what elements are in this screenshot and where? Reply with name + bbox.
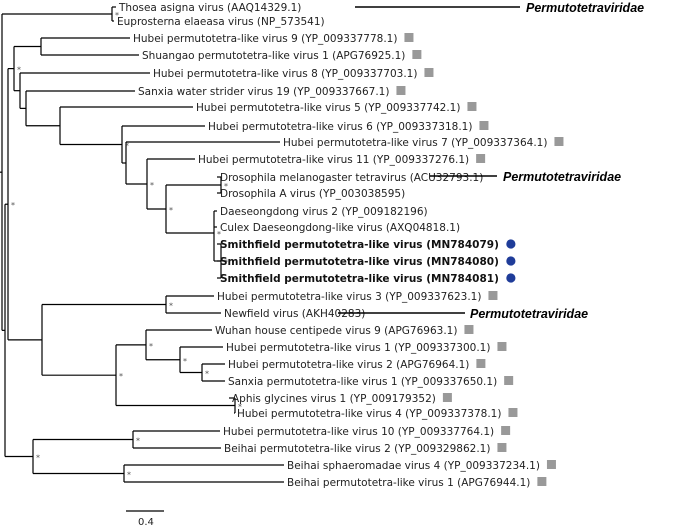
taxon-label: Drosophila A virus (YP_003038595)	[220, 188, 405, 200]
family-annotations: PermutotetraviridaePermutotetraviridaePe…	[338, 1, 644, 321]
taxon-label: Smithfield permutotetra-like virus (MN78…	[220, 256, 499, 268]
taxon-label: Smithfield permutotetra-like virus (MN78…	[220, 239, 499, 251]
taxon-label: Hubei permutotetra-like virus 6 (YP_0093…	[208, 121, 472, 133]
taxon-label: Hubei permutotetra-like virus 11 (YP_009…	[198, 154, 469, 166]
taxon-label: Newfield virus (AKH40283)	[224, 308, 365, 320]
family-label: Permutotetraviridae	[503, 170, 621, 184]
bootstrap-support-mark: *	[115, 11, 119, 20]
square-marker	[546, 460, 556, 469]
square-marker	[497, 342, 507, 351]
bootstrap-support-mark: *	[127, 471, 131, 480]
bootstrap-support-mark: *	[11, 201, 15, 210]
taxon-label: Culex Daeseongdong-like virus (AXQ04818.…	[220, 222, 460, 234]
circle-marker	[506, 256, 516, 266]
taxon-label: Hubei permutotetra-like virus 1 (YP_0093…	[226, 342, 490, 354]
taxon-label: Hubei permutotetra-like virus 8 (YP_0093…	[153, 68, 417, 80]
support-values: * * * * * * * * * * * * * * * * * *	[11, 11, 242, 480]
taxon-label: Aphis glycines virus 1 (YP_009179352)	[232, 393, 436, 405]
bootstrap-support-mark: *	[149, 342, 153, 351]
taxon-label: Hubei permutotetra-like virus 3 (YP_0093…	[217, 291, 481, 303]
square-marker	[467, 102, 477, 111]
family-label: Permutotetraviridae	[526, 1, 644, 15]
bootstrap-support-mark: *	[224, 258, 228, 267]
bootstrap-support-mark: *	[183, 357, 187, 366]
square-marker	[476, 359, 486, 368]
bootstrap-support-mark: *	[36, 454, 40, 463]
taxon-label: Hubei permutotetra-like virus 5 (YP_0093…	[196, 102, 460, 114]
taxon-label: Beihai sphaeromadae virus 4 (YP_00933723…	[287, 460, 540, 472]
square-marker	[508, 408, 518, 417]
taxon-label: Thosea asigna virus (AAQ14329.1)	[118, 2, 301, 14]
taxon-label: Daeseongdong virus 2 (YP_009182196)	[220, 206, 428, 218]
taxon-label: Hubei permutotetra-like virus 4 (YP_0093…	[237, 408, 501, 420]
taxon-label: Hubei permutotetra-like virus 7 (YP_0093…	[283, 137, 547, 149]
square-marker	[554, 137, 564, 146]
bootstrap-support-mark: *	[150, 181, 154, 190]
square-marker	[501, 426, 511, 435]
bootstrap-support-mark: *	[217, 230, 221, 239]
bootstrap-support-mark: *	[205, 370, 209, 379]
square-marker	[497, 443, 507, 452]
bootstrap-support-mark: *	[169, 302, 173, 311]
taxon-label: Sanxia permutotetra-like virus 1 (YP_009…	[228, 376, 497, 388]
square-marker	[504, 376, 514, 385]
taxon-label: Beihai permutotetra-like virus 1 (APG769…	[287, 477, 530, 489]
square-marker	[412, 50, 422, 59]
scale-bar-label: 0.4	[138, 517, 154, 528]
square-marker	[404, 33, 414, 42]
square-marker	[442, 393, 452, 402]
circle-marker	[506, 273, 516, 283]
square-marker	[537, 477, 547, 486]
taxon-label: Beihai permutotetra-like virus 2 (YP_009…	[224, 443, 490, 455]
square-marker	[479, 121, 489, 130]
square-marker	[396, 86, 406, 95]
circle-marker	[506, 239, 516, 249]
bootstrap-support-mark: *	[125, 142, 129, 151]
family-label: Permutotetraviridae	[470, 307, 588, 321]
taxon-label: Euprosterna elaeasa virus (NP_573541)	[117, 16, 325, 28]
bootstrap-support-mark: *	[136, 437, 140, 446]
bootstrap-support-mark: *	[238, 403, 242, 412]
taxon-label: Hubei permutotetra-like virus 9 (YP_0093…	[133, 33, 397, 45]
tree-branches	[0, 6, 284, 483]
taxon-label: Smithfield permutotetra-like virus (MN78…	[220, 273, 499, 285]
taxon-label: Sanxia water strider virus 19 (YP_009337…	[138, 86, 389, 98]
square-marker	[464, 325, 474, 334]
bootstrap-support-mark: *	[119, 372, 123, 381]
bootstrap-support-mark: *	[169, 206, 173, 215]
square-marker	[488, 291, 498, 300]
bootstrap-support-mark: *	[17, 66, 21, 75]
taxon-label: Hubei permutotetra-like virus 10 (YP_009…	[223, 426, 494, 438]
taxon-label: Shuangao permutotetra-like virus 1 (APG7…	[142, 50, 405, 62]
taxon-label: Hubei permutotetra-like virus 2 (APG7696…	[228, 359, 469, 371]
taxon-labels: Thosea asigna virus (AAQ14329.1) Euproste…	[117, 2, 564, 489]
taxon-label: Wuhan house centipede virus 9 (APG76963.…	[215, 325, 457, 337]
scale-bar: 0.4	[126, 510, 164, 528]
square-marker	[476, 154, 486, 163]
taxon-label: Drosophila melanogaster tetravirus (ACU3…	[220, 172, 483, 184]
square-marker	[424, 68, 434, 77]
bootstrap-support-mark: *	[224, 182, 228, 191]
